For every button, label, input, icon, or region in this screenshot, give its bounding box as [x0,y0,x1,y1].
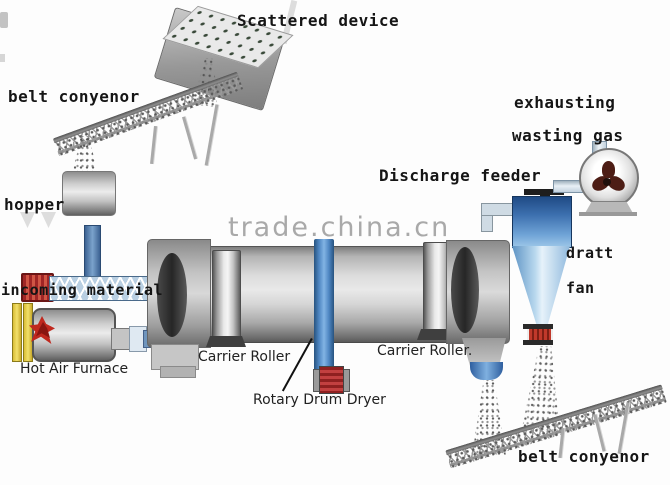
fan-foot [579,212,637,216]
cyclone-inlet-pipe-horizontal [481,203,516,216]
drum-left-pedestal [151,344,199,370]
carrier-roller-base-right [417,329,457,340]
fan-hub [603,178,611,186]
hopper-downpipe [84,225,101,280]
label-exhausting: exhausting [514,93,616,112]
carrier-roller-station-left [212,250,241,344]
label-hot-air-furnace: Hot Air Furnace [20,361,129,377]
cyclone-body [512,196,572,248]
discharge-chute-tip [470,362,503,380]
label-incoming-material: incoming material [1,281,164,299]
watermark-text: trade.china.cn [228,212,451,243]
hopper-body [62,171,116,216]
label-belt-conveyor-top: belt conyenor [8,87,140,106]
belt-conveyor-top-leg [181,116,198,160]
drum-left-pedestal-foot [160,366,196,378]
carrier-roller-base-left [206,336,246,347]
label-hopper: hopper [4,195,65,214]
hopper-funnel [41,212,56,228]
drum-drive-band [314,239,334,371]
artifact-mark [0,54,5,62]
fan-blades [589,161,628,194]
label-discharge-feeder: Discharge feeder [379,166,542,185]
belt-conveyor-top-leg [204,104,219,166]
valve-top-flange [523,324,553,329]
artifact-mark [0,12,8,28]
belt-conveyor-top-leg [150,125,157,165]
label-rotary-drum-dryer: Rotary Drum Dryer [253,392,386,408]
label-carrier-roller-right: Carrier Roller. [377,343,473,359]
screw-feeder-motor [21,273,54,302]
furnace-yellow-bar [12,303,22,362]
cyclone-top-fitting [524,189,564,195]
label-draft-fan-line2: fan [566,279,595,297]
label-scattered-device: Scattered device [237,11,400,30]
drum-right-rim [451,247,479,333]
label-carrier-roller-left: Carrier Roller [198,349,291,365]
discharge-chute [462,338,506,366]
drum-left-mouth [157,253,187,337]
label-draft-fan-line1: dratt [566,244,614,262]
hopper-funnel [20,212,35,228]
valve-bottom-flange [523,340,553,345]
fan-casing [579,148,639,208]
fan-blade [602,161,615,178]
cyclone-cone [512,246,570,328]
gear-body [319,366,344,394]
label-wasting-gas: wasting gas [512,126,624,145]
label-belt-conveyor-bottom: belt conyenor [518,447,650,466]
valve-body [527,329,553,340]
